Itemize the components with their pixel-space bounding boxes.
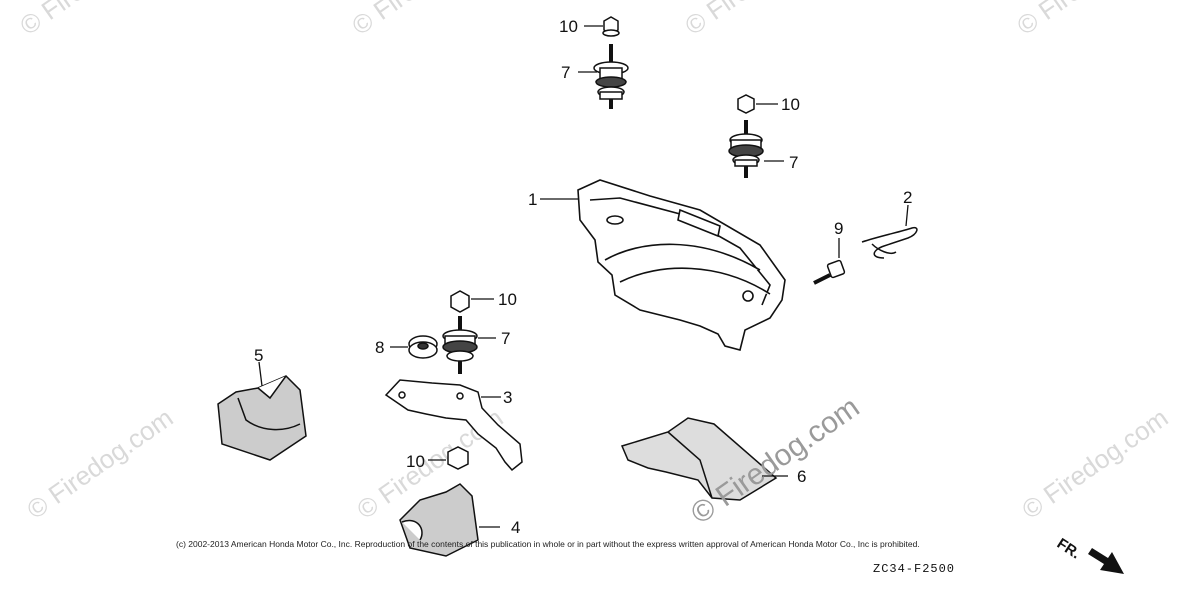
watermarks: © Firedo © Firedo © Firedo © Firedo © Fi… [14, 0, 1173, 525]
callout-10-right: 10 [781, 95, 800, 114]
diagram-code: ZC34-F2500 [873, 562, 956, 576]
callout-8: 8 [375, 338, 384, 357]
part-8-washer [390, 335, 438, 359]
callout-9: 9 [834, 219, 843, 238]
part-6-plate [620, 417, 788, 501]
callouts: 10 7 10 7 1 2 9 10 7 8 5 3 10 6 4 [254, 17, 912, 537]
callout-6: 6 [797, 467, 806, 486]
part-4-block [399, 483, 500, 557]
callout-1: 1 [528, 190, 537, 209]
part-10-nut-right [737, 94, 778, 114]
part-7-mount-middle [442, 316, 496, 374]
callout-10-top: 10 [559, 17, 578, 36]
part-2-clip [861, 204, 918, 259]
callout-2: 2 [903, 188, 912, 207]
part-3-bracket [384, 379, 523, 472]
part-7-mount-right [728, 120, 784, 178]
arrow-icon [1088, 548, 1124, 574]
watermark-3: © Firedo [679, 0, 778, 41]
callout-4: 4 [511, 518, 520, 537]
part-7-mount-top [578, 44, 629, 109]
part-9-bolt [813, 238, 846, 285]
part-1-cover [540, 179, 786, 351]
part-5-block [217, 361, 307, 461]
callout-10-middle: 10 [498, 290, 517, 309]
copyright-notice: (c) 2002-2013 American Honda Motor Co., … [176, 539, 920, 549]
callout-10-lower: 10 [406, 452, 425, 471]
watermark-2: © Firedo [346, 0, 445, 41]
watermark-7: © Firedog.com [1016, 402, 1173, 525]
front-arrow: FR. [1054, 535, 1124, 574]
part-10-nut-top [584, 16, 620, 37]
callout-3: 3 [503, 388, 512, 407]
watermark-4: © Firedo [1011, 0, 1110, 41]
callout-7-middle: 7 [501, 329, 510, 348]
part-10-nut-middle [450, 290, 494, 313]
front-label: FR. [1054, 535, 1084, 562]
callout-7-top: 7 [561, 63, 570, 82]
callout-5: 5 [254, 346, 263, 365]
watermark-5: © Firedog.com [21, 402, 178, 525]
part-10-nut-lower [428, 446, 469, 470]
callout-7-right: 7 [789, 153, 798, 172]
watermark-1: © Firedo [14, 0, 113, 41]
